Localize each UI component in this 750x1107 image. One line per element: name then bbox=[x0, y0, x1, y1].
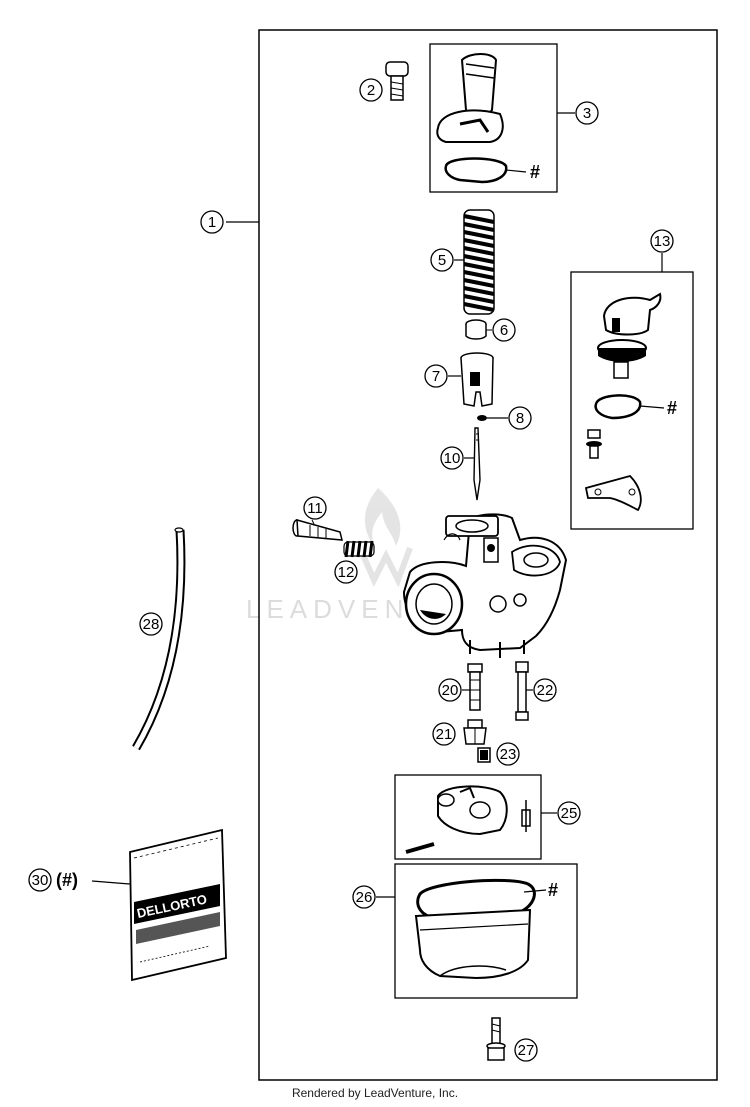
callout-3[interactable]: 3 bbox=[557, 101, 599, 125]
callout-23-label: 23 bbox=[500, 746, 517, 763]
part-11-idle-screw bbox=[292, 518, 343, 541]
part-25-float bbox=[437, 785, 508, 836]
part-3-gasket: # bbox=[444, 157, 540, 184]
callout-22-label: 22 bbox=[537, 682, 554, 699]
callout-27-label: 27 bbox=[518, 1042, 535, 1059]
callout-21[interactable]: 21 bbox=[432, 722, 456, 746]
callout-8[interactable]: 8 bbox=[508, 406, 532, 430]
callout-2[interactable]: 2 bbox=[359, 78, 383, 102]
part-22-pin bbox=[515, 661, 529, 721]
callout-13[interactable]: 13 bbox=[650, 229, 674, 272]
part-21-nut bbox=[463, 719, 487, 745]
callout-13-label: 13 bbox=[654, 233, 671, 250]
part-3-box bbox=[429, 43, 558, 193]
part-2-screw bbox=[385, 61, 409, 101]
callout-28-label: 28 bbox=[143, 616, 160, 633]
part-23-jet bbox=[477, 747, 491, 763]
part-25-needle-valve bbox=[521, 800, 531, 832]
callout-30-label: 30 bbox=[32, 872, 49, 889]
callout-1[interactable]: 1 bbox=[200, 210, 259, 234]
part-10-needle bbox=[473, 427, 481, 501]
callout-26-label: 26 bbox=[356, 889, 373, 906]
callout-7-label: 7 bbox=[432, 368, 440, 385]
part-13-screw-washer bbox=[586, 429, 602, 459]
callout-22[interactable]: 22 bbox=[526, 678, 557, 702]
part-6-seat bbox=[465, 319, 492, 340]
part-13-gasket: # bbox=[594, 394, 677, 420]
callout-26[interactable]: 26 bbox=[352, 885, 395, 909]
callout-10[interactable]: 10 bbox=[440, 446, 474, 470]
part-25-float-pin bbox=[405, 842, 435, 854]
part-25-box bbox=[394, 774, 542, 860]
callout-27[interactable]: 27 bbox=[514, 1038, 538, 1062]
callout-3-label: 3 bbox=[583, 105, 591, 122]
hash-26: # bbox=[548, 880, 558, 900]
callout-20-label: 20 bbox=[442, 682, 459, 699]
part-13-box bbox=[570, 271, 694, 530]
callout-28[interactable]: 28 bbox=[139, 612, 163, 636]
callout-20[interactable]: 20 bbox=[438, 678, 470, 702]
carburetor-assembly-frame bbox=[258, 29, 718, 1081]
part-8-clip bbox=[477, 415, 508, 421]
part-30-gasket-kit: DELLORTO bbox=[129, 828, 227, 982]
carburetor-body bbox=[402, 513, 568, 658]
callout-1-label: 1 bbox=[208, 214, 216, 231]
flame-logo-icon bbox=[364, 488, 401, 548]
part-28-hose bbox=[132, 527, 186, 751]
callout-21-label: 21 bbox=[436, 726, 453, 743]
callout-6-label: 6 bbox=[500, 322, 508, 339]
hash-3: # bbox=[530, 162, 540, 182]
footer-credit: Rendered by LeadVenture, Inc. bbox=[291, 1086, 459, 1100]
part-12-idle-spring bbox=[343, 540, 375, 558]
part-13-bracket bbox=[584, 474, 642, 512]
callout-7[interactable]: 7 bbox=[424, 364, 461, 388]
callout-8-label: 8 bbox=[516, 410, 524, 427]
callout-2-label: 2 bbox=[367, 82, 375, 99]
callout-10-label: 10 bbox=[444, 450, 461, 467]
part-20-jet-tube bbox=[467, 663, 483, 711]
callout-6[interactable]: 6 bbox=[492, 318, 516, 342]
callout-5[interactable]: 5 bbox=[430, 248, 464, 272]
callout-30[interactable]: 30 (#) bbox=[28, 868, 131, 892]
part-26-float-bowl: # bbox=[414, 878, 558, 980]
hash-30: (#) bbox=[56, 870, 78, 890]
callout-12[interactable]: 12 bbox=[334, 560, 358, 584]
callout-11-label: 11 bbox=[307, 500, 323, 517]
callout-5-label: 5 bbox=[438, 252, 446, 269]
part-5-spring bbox=[463, 209, 495, 315]
part-27-bolt bbox=[486, 1017, 506, 1061]
part-13-choke-valve bbox=[597, 292, 662, 379]
callout-11[interactable]: 11 bbox=[303, 496, 327, 520]
callout-23[interactable]: 23 bbox=[496, 742, 520, 766]
callout-12-label: 12 bbox=[338, 564, 355, 581]
part-7-slide bbox=[460, 352, 494, 407]
part-3-choke-lever bbox=[436, 53, 504, 143]
callout-25-label: 25 bbox=[561, 805, 578, 822]
callout-25[interactable]: 25 bbox=[541, 801, 581, 825]
part-26-box bbox=[394, 863, 578, 999]
hash-13: # bbox=[667, 398, 677, 418]
